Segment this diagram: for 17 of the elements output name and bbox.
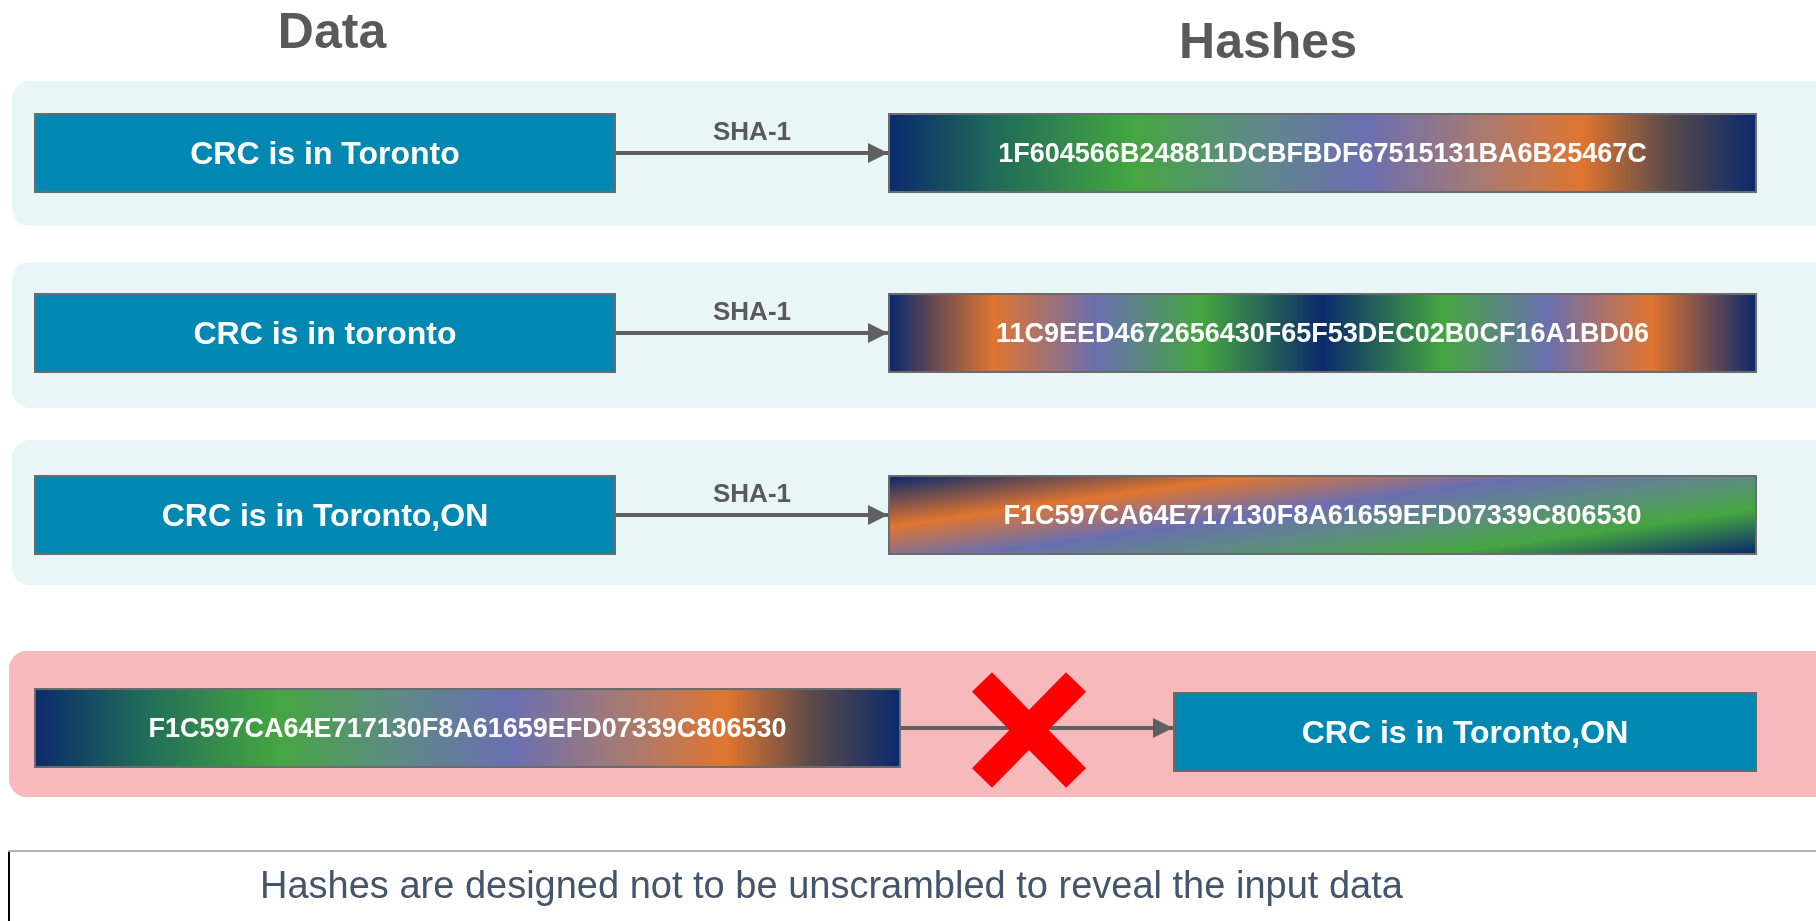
arrow <box>616 505 888 525</box>
caption: Hashes are designed not to be unscrambled to reveal the input data <box>260 864 1403 907</box>
arrow <box>616 323 888 343</box>
arrow <box>616 143 888 163</box>
column-heading: Hashes <box>1179 12 1357 70</box>
data-box: CRC is in toronto <box>34 293 616 373</box>
data-box: CRC is in Toronto <box>34 113 616 193</box>
edge-label: SHA-1 <box>712 295 792 327</box>
row-band <box>12 440 1816 585</box>
data-box: CRC is in Toronto,ON <box>1173 692 1757 772</box>
row-band <box>9 651 1816 797</box>
row-band <box>12 262 1816 408</box>
column-heading: Data <box>277 2 387 60</box>
data-box: CRC is in Toronto,ON <box>34 475 616 555</box>
row-band <box>12 81 1816 226</box>
edge-label: SHA-1 <box>712 477 792 509</box>
edge-label: SHA-1 <box>712 115 792 147</box>
